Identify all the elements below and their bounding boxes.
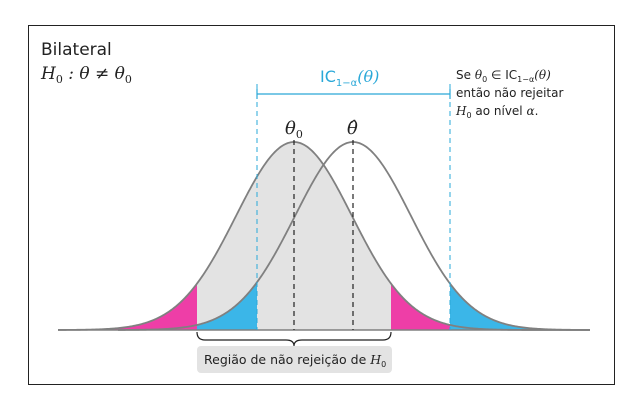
region-label: Região de não rejeição de H0 — [204, 352, 386, 369]
decision-note-line1: Se θ0 ∈ IC1−α(θ) — [456, 68, 551, 84]
decision-note-line3: H0 ao nível α. — [455, 104, 538, 120]
ci-left-tail-fill — [197, 282, 257, 330]
ci-right-tail-fill — [450, 283, 590, 330]
figure-frame — [28, 25, 615, 385]
region-brace — [196, 331, 392, 347]
region-label-box — [197, 346, 392, 373]
rejection-right-tail-fill — [391, 283, 590, 330]
rejection-left-tail-fill — [58, 283, 197, 330]
test-type-title: Bilateral — [41, 40, 112, 60]
theta0-label: θ0 — [285, 118, 303, 141]
estimate-distribution-curve — [118, 141, 591, 331]
ci-label: IC1−α(θ) — [320, 67, 379, 89]
theta-hat-label: θ̂ — [347, 118, 358, 139]
hypothesis-label: H0 : θ ≠ θ0 — [40, 64, 132, 86]
null-distribution-fill — [197, 142, 391, 330]
decision-note-line2: então não rejeitar — [456, 86, 563, 100]
